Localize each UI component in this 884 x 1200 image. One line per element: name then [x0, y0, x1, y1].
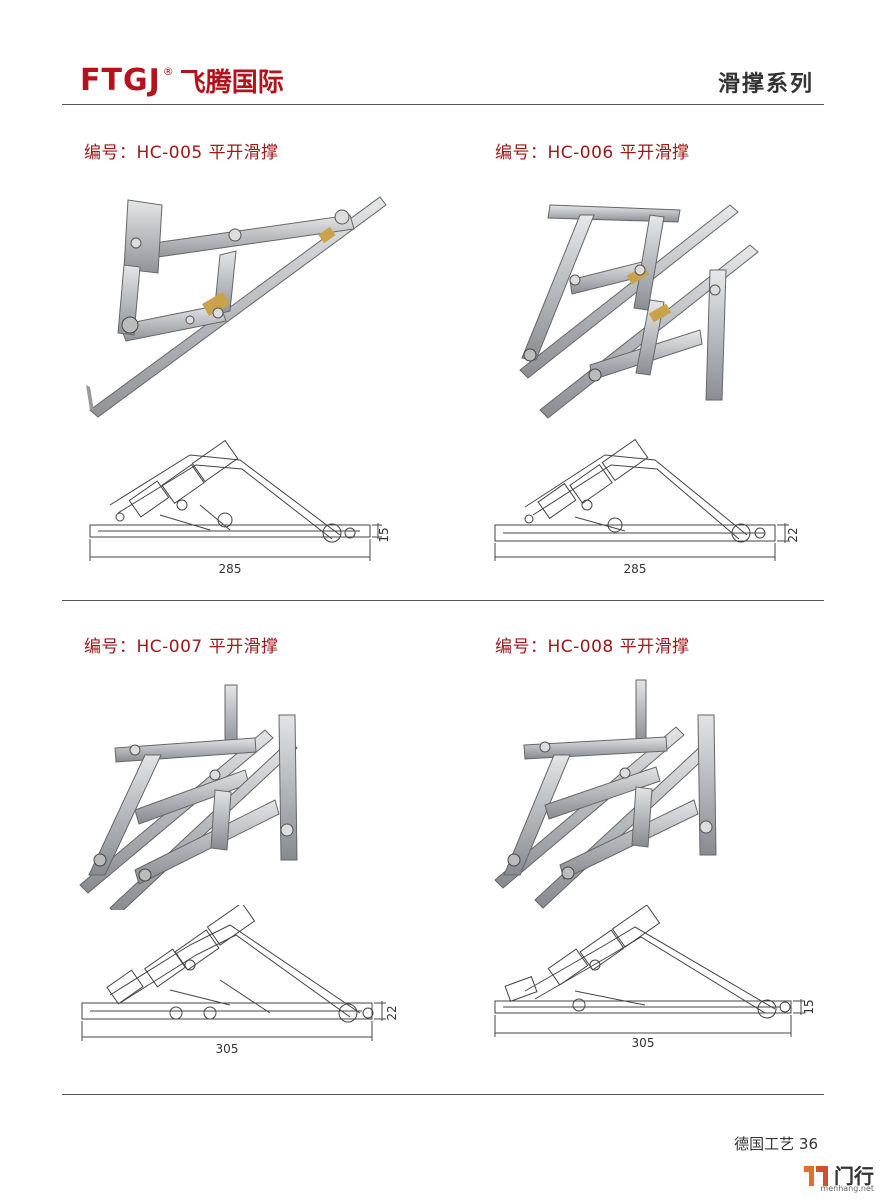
brand-logo: FTGJ ® 飞腾国际	[80, 60, 284, 100]
product-title-hc005: 编号：HC-005 平开滑撑	[84, 143, 279, 163]
watermark-url: menhang.net	[820, 1184, 874, 1193]
product-photo-hc005	[86, 196, 387, 418]
product-title-hc007: 编号：HC-007 平开滑撑	[84, 637, 279, 657]
height-dimension-hc007: 22	[385, 1005, 399, 1020]
height-dimension-hc006: 22	[786, 527, 800, 542]
product-photo-hc008	[494, 679, 717, 909]
watermark: 门行 menhang.net	[802, 1162, 874, 1193]
product-photo-hc006	[519, 204, 759, 419]
product-photo-hc007	[79, 684, 298, 910]
middle-divider	[62, 600, 824, 601]
technical-drawing-hc006: 285 22	[494, 438, 800, 576]
header-divider	[62, 104, 824, 105]
width-dimension-hc006: 285	[624, 562, 647, 576]
logo-latin-text: FTGJ	[80, 62, 161, 98]
page-label: 德国工艺 36	[734, 1135, 818, 1153]
registered-mark: ®	[162, 64, 174, 78]
bottom-divider	[62, 1094, 824, 1095]
series-title: 滑撑系列	[717, 72, 814, 97]
technical-drawing-hc005: 285 15	[89, 439, 391, 576]
logo-chinese-text: 飞腾国际	[179, 67, 284, 98]
watermark-text: 门行	[834, 1164, 874, 1188]
height-dimension-hc008: 15	[802, 999, 816, 1014]
height-dimension-hc005: 15	[377, 527, 391, 542]
technical-drawing-hc008: 305 15	[494, 905, 816, 1050]
width-dimension-hc007: 305	[216, 1042, 239, 1056]
technical-drawing-hc007: 305 22	[81, 905, 399, 1056]
width-dimension-hc008: 305	[632, 1036, 655, 1050]
width-dimension-hc005: 285	[219, 562, 242, 576]
product-title-hc008: 编号：HC-008 平开滑撑	[495, 637, 690, 657]
watermark-logo-icon	[804, 1166, 828, 1186]
product-title-hc006: 编号：HC-006 平开滑撑	[495, 143, 690, 163]
